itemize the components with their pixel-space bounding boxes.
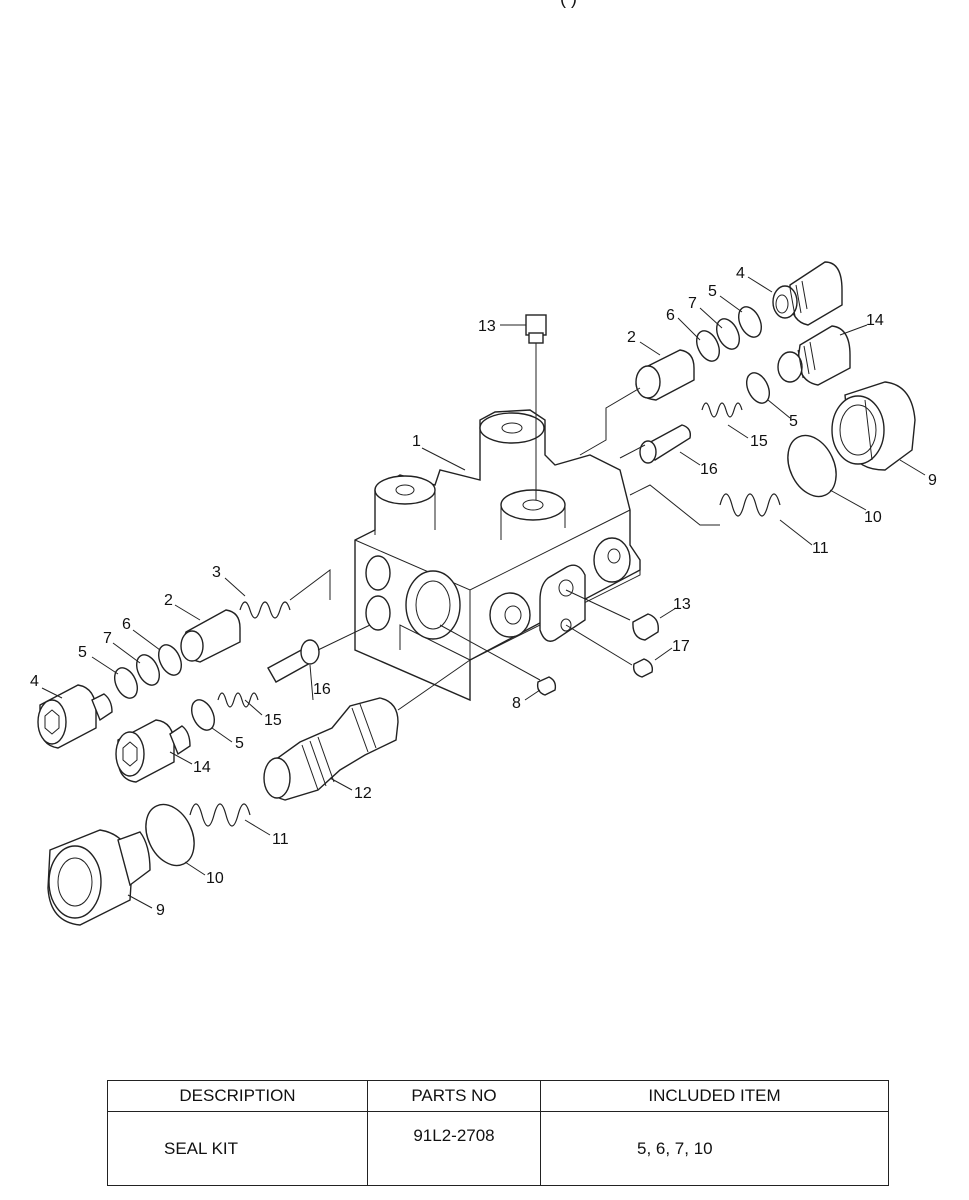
column-header-parts-no: PARTS NO — [367, 1080, 541, 1112]
spring-11-upper — [719, 493, 781, 517]
valve-body — [354, 409, 641, 702]
callout-9-lower: 9 — [156, 902, 165, 919]
callout-2-upper: 2 — [627, 329, 636, 346]
o-ring-7-lower — [135, 654, 161, 686]
spring-3 — [239, 601, 291, 619]
o-ring-5-lower — [113, 667, 139, 699]
o-ring-10-upper — [787, 434, 837, 498]
callout-10-lower: 10 — [206, 870, 224, 887]
plug-9-upper — [831, 381, 916, 471]
o-ring-7-upper — [715, 318, 741, 350]
o-ring-5-upper-b — [745, 372, 771, 404]
spring-11-lower — [189, 803, 251, 827]
callout-13-right: 13 — [673, 596, 691, 613]
plug-13-top — [525, 314, 547, 344]
callout-8: 8 — [512, 695, 521, 712]
callout-13-top: 13 — [478, 318, 496, 335]
spool-12 — [263, 697, 399, 801]
callout-1: 1 — [412, 433, 421, 450]
callouts: 1 13 2 6 7 5 4 14 5 15 16 9 10 11 13 17 … — [30, 265, 937, 919]
callout-10-upper: 10 — [864, 509, 882, 526]
plug-14-lower — [115, 719, 191, 783]
table-row: SEAL KIT 91L2-2708 5, 6, 7, 10 — [107, 1111, 889, 1186]
cell-parts-no: 91L2-2708 — [367, 1111, 541, 1186]
table-header-row: DESCRIPTION PARTS NO INCLUDED ITEM — [107, 1080, 889, 1112]
spring-15-lower — [217, 692, 259, 708]
callout-14-lower: 14 — [193, 759, 211, 776]
o-ring-6-upper — [695, 330, 721, 362]
page-title-fragment: ( ) — [560, 0, 577, 9]
leader-lines — [41, 276, 926, 909]
cell-included-item: 5, 6, 7, 10 — [540, 1111, 889, 1186]
callout-11-upper: 11 — [812, 540, 829, 557]
piston-16-lower — [267, 639, 320, 683]
plug-9-lower — [47, 829, 151, 926]
callout-5-upper: 5 — [708, 283, 717, 300]
callout-4-lower: 4 — [30, 673, 39, 690]
callout-2-lower: 2 — [164, 592, 173, 609]
piston-16-upper — [639, 424, 692, 464]
o-ring-6-lower — [157, 644, 183, 676]
callout-7-upper: 7 — [688, 295, 697, 312]
plug-8 — [536, 676, 557, 696]
plug-13-right — [632, 613, 659, 641]
plug-4-lower — [37, 684, 113, 749]
poppet-2-lower — [180, 609, 241, 663]
callout-6-upper: 6 — [666, 307, 675, 324]
callout-3: 3 — [212, 564, 221, 581]
callout-5-lower-b: 5 — [235, 735, 244, 752]
plug-4-upper — [772, 261, 843, 326]
poppet-2-upper — [635, 349, 695, 401]
seal-kit-table: DESCRIPTION PARTS NO INCLUDED ITEM SEAL … — [107, 1080, 889, 1186]
callout-9-upper: 9 — [928, 472, 937, 489]
o-ring-5-lower-b — [190, 699, 216, 731]
callout-7-lower: 7 — [103, 630, 112, 647]
callout-5-lower: 5 — [78, 644, 87, 661]
exploded-view-diagram: 1 13 2 6 7 5 4 14 5 15 16 9 10 11 13 17 … — [30, 261, 937, 926]
o-ring-10-lower — [145, 803, 195, 867]
callout-17: 17 — [672, 638, 690, 655]
column-header-description: DESCRIPTION — [107, 1080, 368, 1112]
callout-14-upper: 14 — [866, 312, 884, 329]
column-header-included-item: INCLUDED ITEM — [540, 1080, 889, 1112]
callout-15-lower: 15 — [264, 712, 282, 729]
callout-15-upper: 15 — [750, 433, 768, 450]
callout-16-upper: 16 — [700, 461, 718, 478]
plug-17 — [632, 658, 654, 678]
callout-4-upper: 4 — [736, 265, 745, 282]
callout-11-lower: 11 — [272, 831, 289, 848]
callout-16-lower: 16 — [313, 681, 331, 698]
callout-6-lower: 6 — [122, 616, 131, 633]
callout-12: 12 — [354, 785, 372, 802]
cell-description: SEAL KIT — [107, 1111, 368, 1186]
o-ring-5-upper — [737, 306, 763, 338]
callout-5-upper-b: 5 — [789, 413, 798, 430]
plug-14-upper — [777, 325, 851, 386]
spring-15-upper — [701, 402, 743, 418]
